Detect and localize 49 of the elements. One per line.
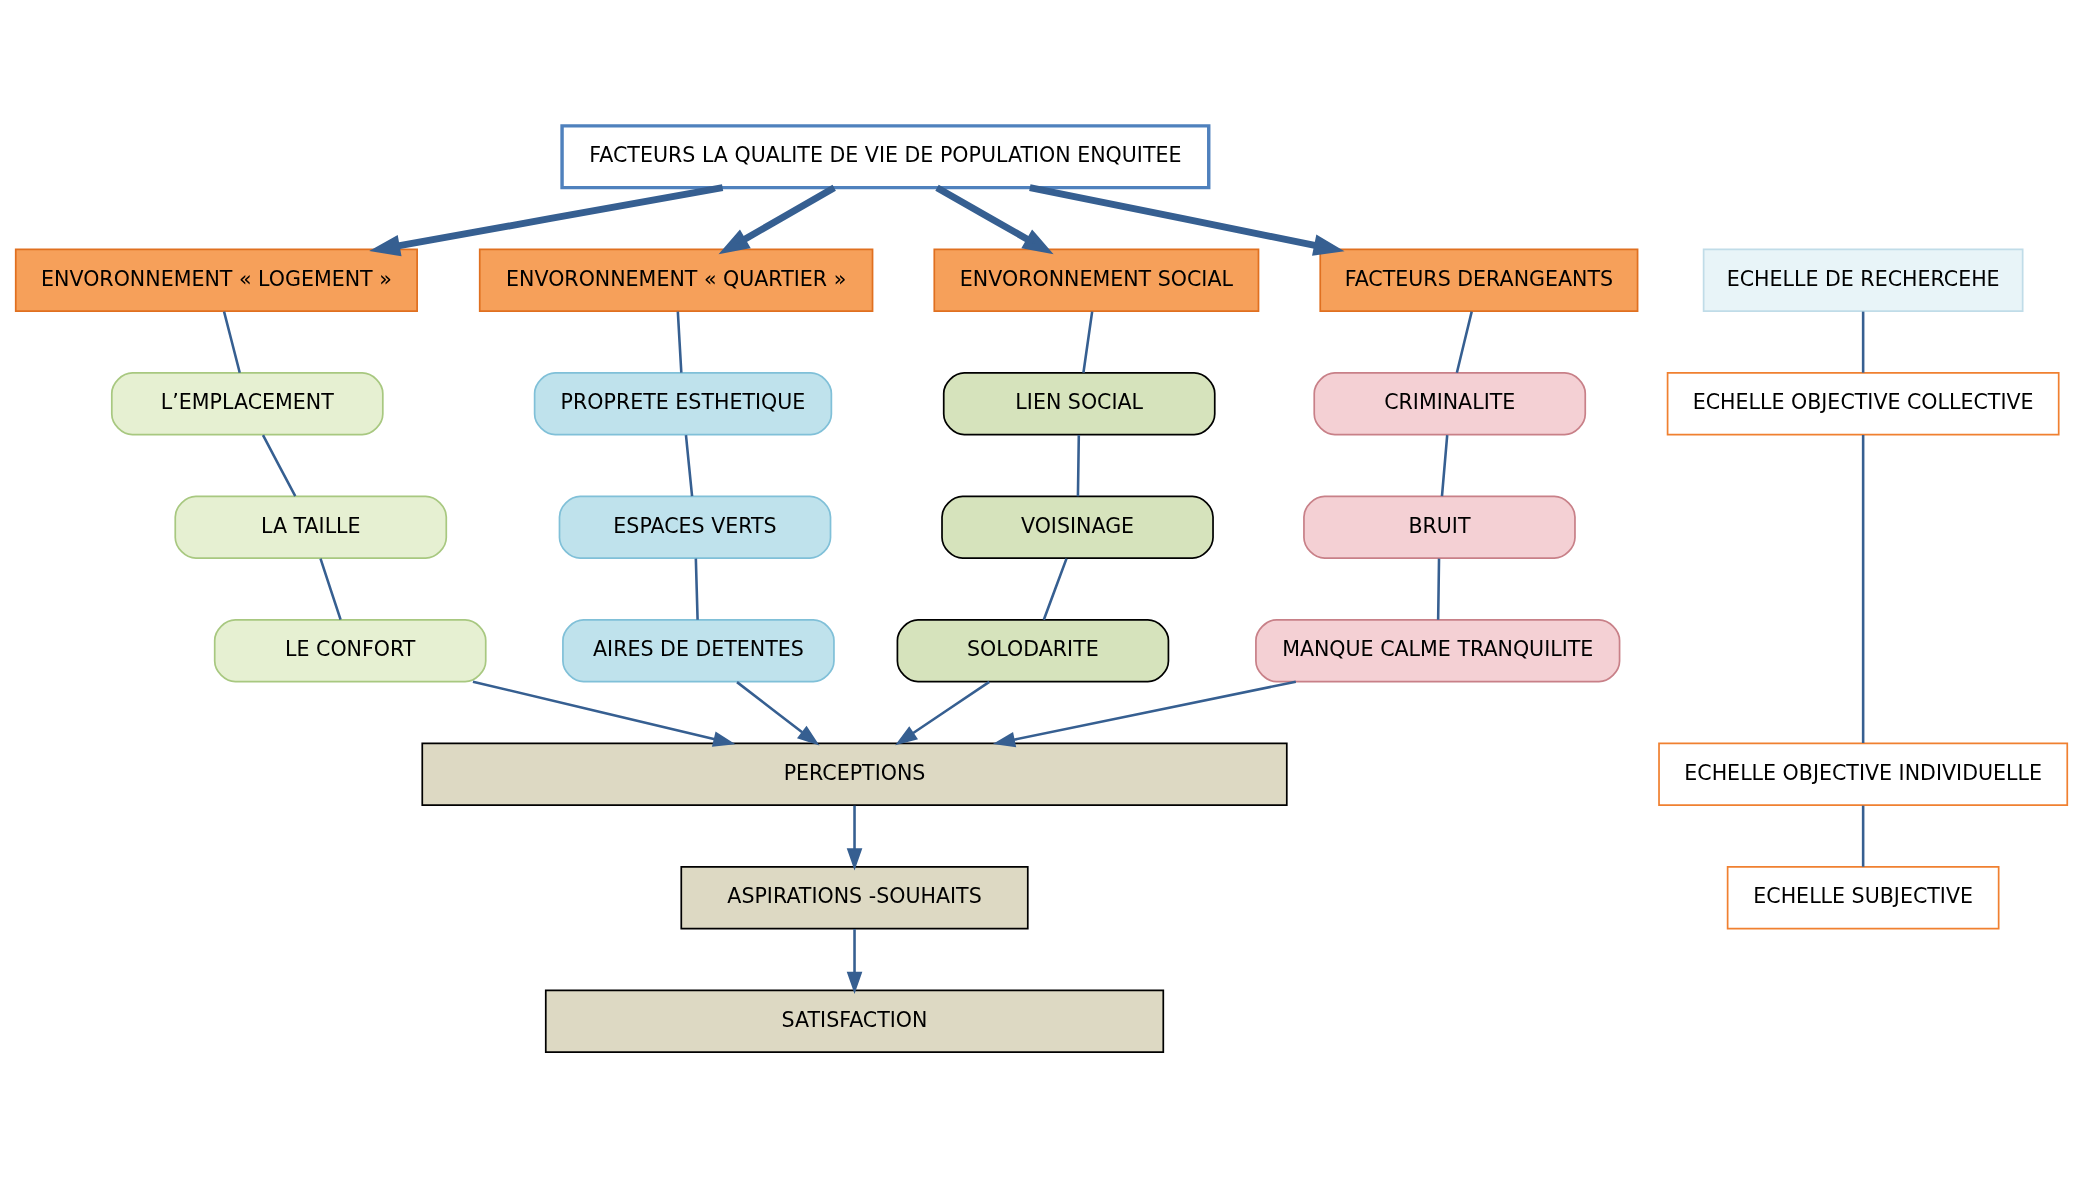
connector [684, 435, 694, 497]
node-box: LIEN SOCIAL [942, 372, 1216, 436]
node-box: MANQUE CALME TRANQUILITE [1255, 619, 1621, 683]
arrow [472, 680, 736, 747]
node-box: ECHELLE OBJECTIVE INDIVIDUELLE [1658, 742, 2069, 806]
connector [676, 311, 683, 373]
node-box: AIRES DE DETENTES [562, 619, 835, 683]
node-box: ECHELLE OBJECTIVE COLLECTIVE [1666, 372, 2060, 436]
node-box: ENVORONNEMENT SOCIAL [933, 248, 1260, 312]
arrow [369, 184, 724, 257]
connector [1082, 311, 1094, 373]
connector [1861, 311, 1865, 373]
connector [1861, 434, 1865, 743]
connector [694, 558, 699, 620]
node-box: ENVORONNEMENT « QUARTIER » [478, 248, 874, 312]
node-box: PROPRETE ESTHETIQUE [533, 372, 833, 436]
node-box: ECHELLE SUBJECTIVE [1726, 866, 2000, 930]
node-box: L’EMPLACEMENT [110, 372, 384, 436]
node-box: PERCEPTIONS [421, 742, 1288, 806]
node-box: ASPIRATIONS -SOUHAITS [680, 866, 1029, 930]
node-box: ECHELLE DE RECHERCEHE [1702, 248, 2024, 312]
connector [222, 311, 241, 374]
arrow [736, 681, 820, 746]
node-box: ENVORONNEMENT « LOGEMENT » [14, 248, 418, 312]
node-box: FACTEURS DERANGEANTS [1319, 248, 1639, 312]
connector [261, 434, 297, 497]
node-box: LA TAILLE [174, 495, 448, 559]
connector [1861, 805, 1865, 867]
node-box: VOISINAGE [941, 495, 1214, 559]
connector [1436, 558, 1441, 620]
arrow [718, 184, 836, 255]
node-box: CRIMINALITE [1313, 372, 1587, 436]
arrow [846, 805, 863, 871]
arrow [935, 184, 1054, 255]
node-box: SATISFACTION [544, 989, 1165, 1053]
arrow [895, 680, 990, 746]
node-box: SOLODARITE [896, 619, 1170, 683]
arrow [1029, 184, 1345, 256]
arrow [992, 680, 1297, 748]
node-box: BRUIT [1303, 495, 1576, 559]
node-box: LE CONFORT [213, 619, 487, 683]
node-box: FACTEURS LA QUALITE DE VIE DE POPULATION ENQUITEE [560, 124, 1211, 190]
node-box: ESPACES VERTS [558, 495, 832, 559]
connector [1440, 435, 1449, 497]
connector [319, 558, 342, 621]
connector [1455, 311, 1473, 373]
connector [1042, 558, 1068, 621]
connector [1076, 435, 1081, 497]
arrow [846, 929, 863, 995]
